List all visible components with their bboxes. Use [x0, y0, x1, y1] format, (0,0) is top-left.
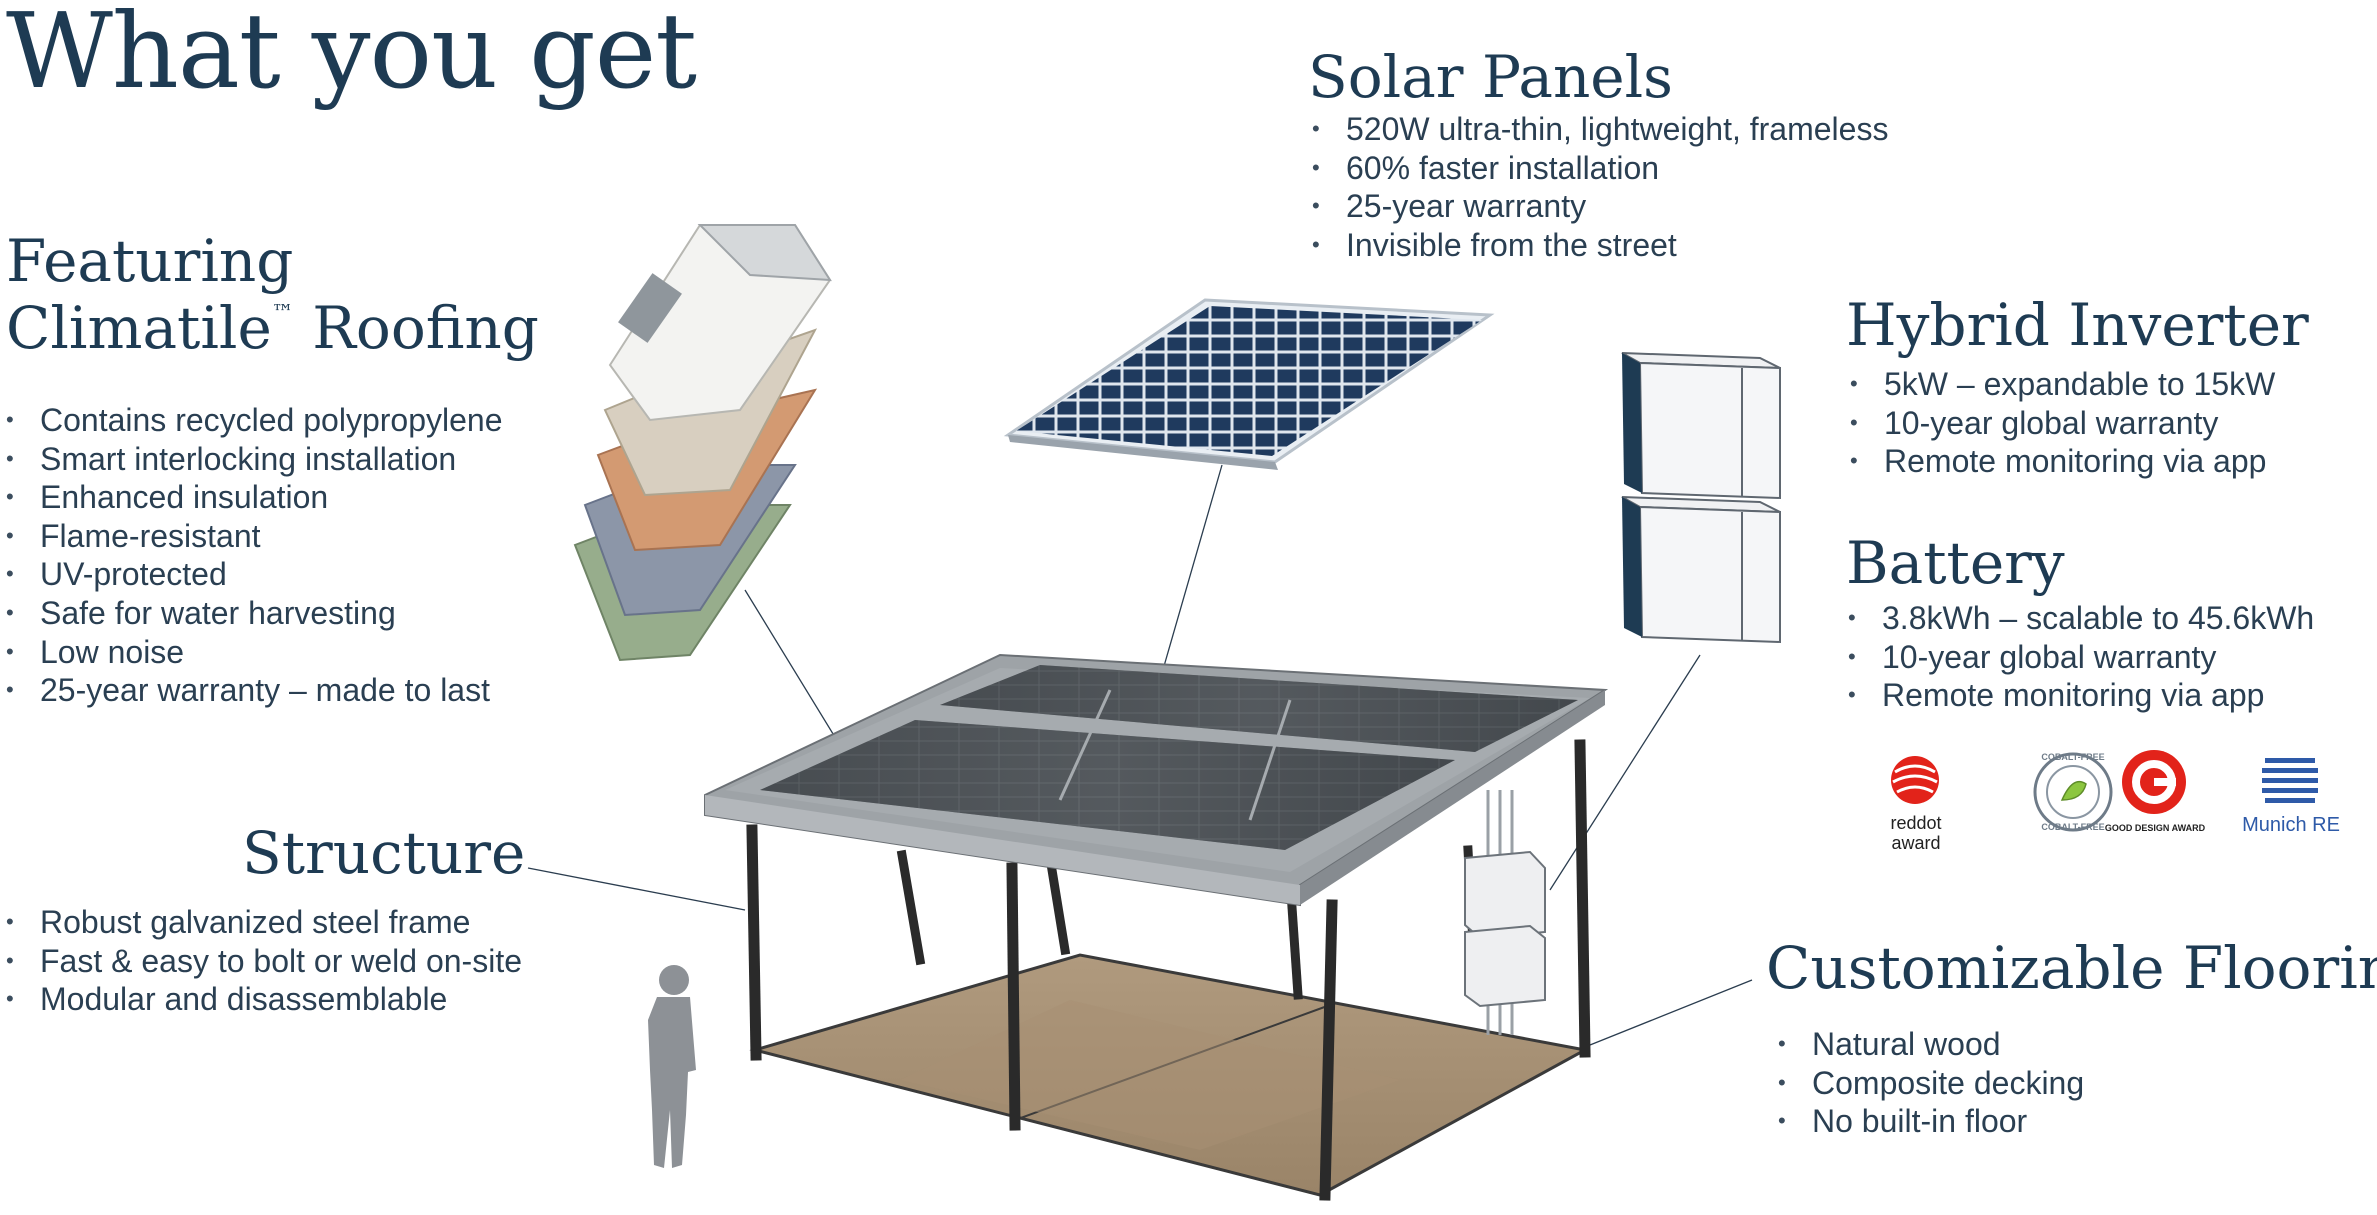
- list-item: 25-year warranty – made to last: [4, 671, 502, 710]
- flooring-list: Natural wood Composite decking No built-…: [1776, 1025, 2084, 1141]
- roofing-brand: Climatile: [6, 293, 272, 362]
- list-item: Remote monitoring via app: [1848, 442, 2275, 481]
- battery-list: 3.8kWh – scalable to 45.6kWh 10-year glo…: [1846, 599, 2314, 715]
- page-title: What you get: [6, 0, 697, 112]
- list-item: Low noise: [4, 633, 502, 672]
- person-silhouette-icon: [648, 965, 696, 1168]
- list-item: Robust galvanized steel frame: [4, 903, 522, 942]
- battery-box: [1621, 496, 1781, 644]
- cobalt-free-logo: [2033, 752, 2113, 832]
- flooring-heading: Customizable Flooring: [1766, 934, 2377, 1002]
- munich-re-label: Munich RE: [2242, 814, 2340, 836]
- pergola-structure: [704, 653, 1609, 1201]
- list-item: Natural wood: [1776, 1025, 2084, 1064]
- list-item: Remote monitoring via app: [1846, 676, 2314, 715]
- list-item: Fast & easy to bolt or weld on-site: [4, 942, 522, 981]
- floating-solar-panel: [1003, 298, 1495, 470]
- list-item: No built-in floor: [1776, 1102, 2084, 1141]
- munich-re-logo: [2262, 758, 2318, 803]
- roofing-heading-line2: Climatile™ Roofing: [6, 293, 539, 362]
- roofing-heading-line1: Featuring: [6, 227, 294, 295]
- list-item: Contains recycled polypropylene: [4, 401, 502, 440]
- list-item: 3.8kWh – scalable to 45.6kWh: [1846, 599, 2314, 638]
- list-item: 5kW – expandable to 15kW: [1848, 365, 2275, 404]
- list-item: 10-year global warranty: [1846, 638, 2314, 677]
- list-item: Enhanced insulation: [4, 478, 502, 517]
- hybrid-inverter-heading: Hybrid Inverter: [1846, 291, 2309, 359]
- trademark-symbol: ™: [271, 300, 294, 326]
- list-item: 60% faster installation: [1310, 149, 1888, 188]
- good-design-award-logo: [2122, 750, 2186, 814]
- list-item: Safe for water harvesting: [4, 594, 502, 633]
- roofing-features-list: Contains recycled polypropylene Smart in…: [4, 401, 502, 710]
- roofing-heading: Featuring Climatile™ Roofing: [6, 228, 539, 361]
- roofing-heading-suffix: Roofing: [293, 293, 539, 362]
- list-item: 520W ultra-thin, lightweight, frameless: [1310, 110, 1888, 149]
- list-item: 25-year warranty: [1310, 187, 1888, 226]
- roof-tile-stack: [573, 224, 832, 662]
- list-item: 10-year global warranty: [1848, 404, 2275, 443]
- good-design-award-label: GOOD DESIGN AWARD: [2104, 823, 2206, 833]
- reddot-label-line2: award: [1891, 833, 1941, 853]
- hybrid-inverter-list: 5kW – expandable to 15kW 10-year global …: [1848, 365, 2275, 481]
- list-item: Flame-resistant: [4, 517, 502, 556]
- solar-panels-list: 520W ultra-thin, lightweight, frameless …: [1310, 110, 1888, 264]
- solar-panels-heading: Solar Panels: [1308, 43, 1673, 111]
- list-item: Smart interlocking installation: [4, 440, 502, 479]
- cobalt-free-top-text: COBALT-FREE: [2041, 752, 2105, 762]
- cobalt-free-bottom-text: COBALT-FREE: [2041, 822, 2105, 832]
- list-item: Modular and disassemblable: [4, 980, 522, 1019]
- list-item: Composite decking: [1776, 1064, 2084, 1103]
- inverter-box: [1621, 352, 1781, 500]
- structure-list: Robust galvanized steel frame Fast & eas…: [4, 903, 522, 1019]
- reddot-award-label: reddot award: [1885, 813, 1947, 853]
- list-item: Invisible from the street: [1310, 226, 1888, 265]
- list-item: UV-protected: [4, 555, 502, 594]
- battery-heading: Battery: [1846, 529, 2065, 597]
- reddot-award-logo: [1891, 756, 1939, 804]
- reddot-label-line1: reddot: [1890, 813, 1942, 833]
- structure-heading: Structure: [242, 819, 526, 887]
